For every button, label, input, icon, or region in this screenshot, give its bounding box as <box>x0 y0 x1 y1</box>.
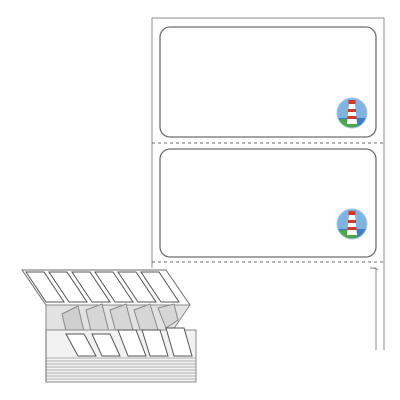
label-1 <box>159 26 377 138</box>
fanfold-stack <box>21 269 197 383</box>
fanfold-stack-block <box>45 327 197 383</box>
fanfold-top-labels <box>25 271 180 303</box>
label-2 <box>159 148 377 258</box>
label-3-partial <box>369 267 379 350</box>
